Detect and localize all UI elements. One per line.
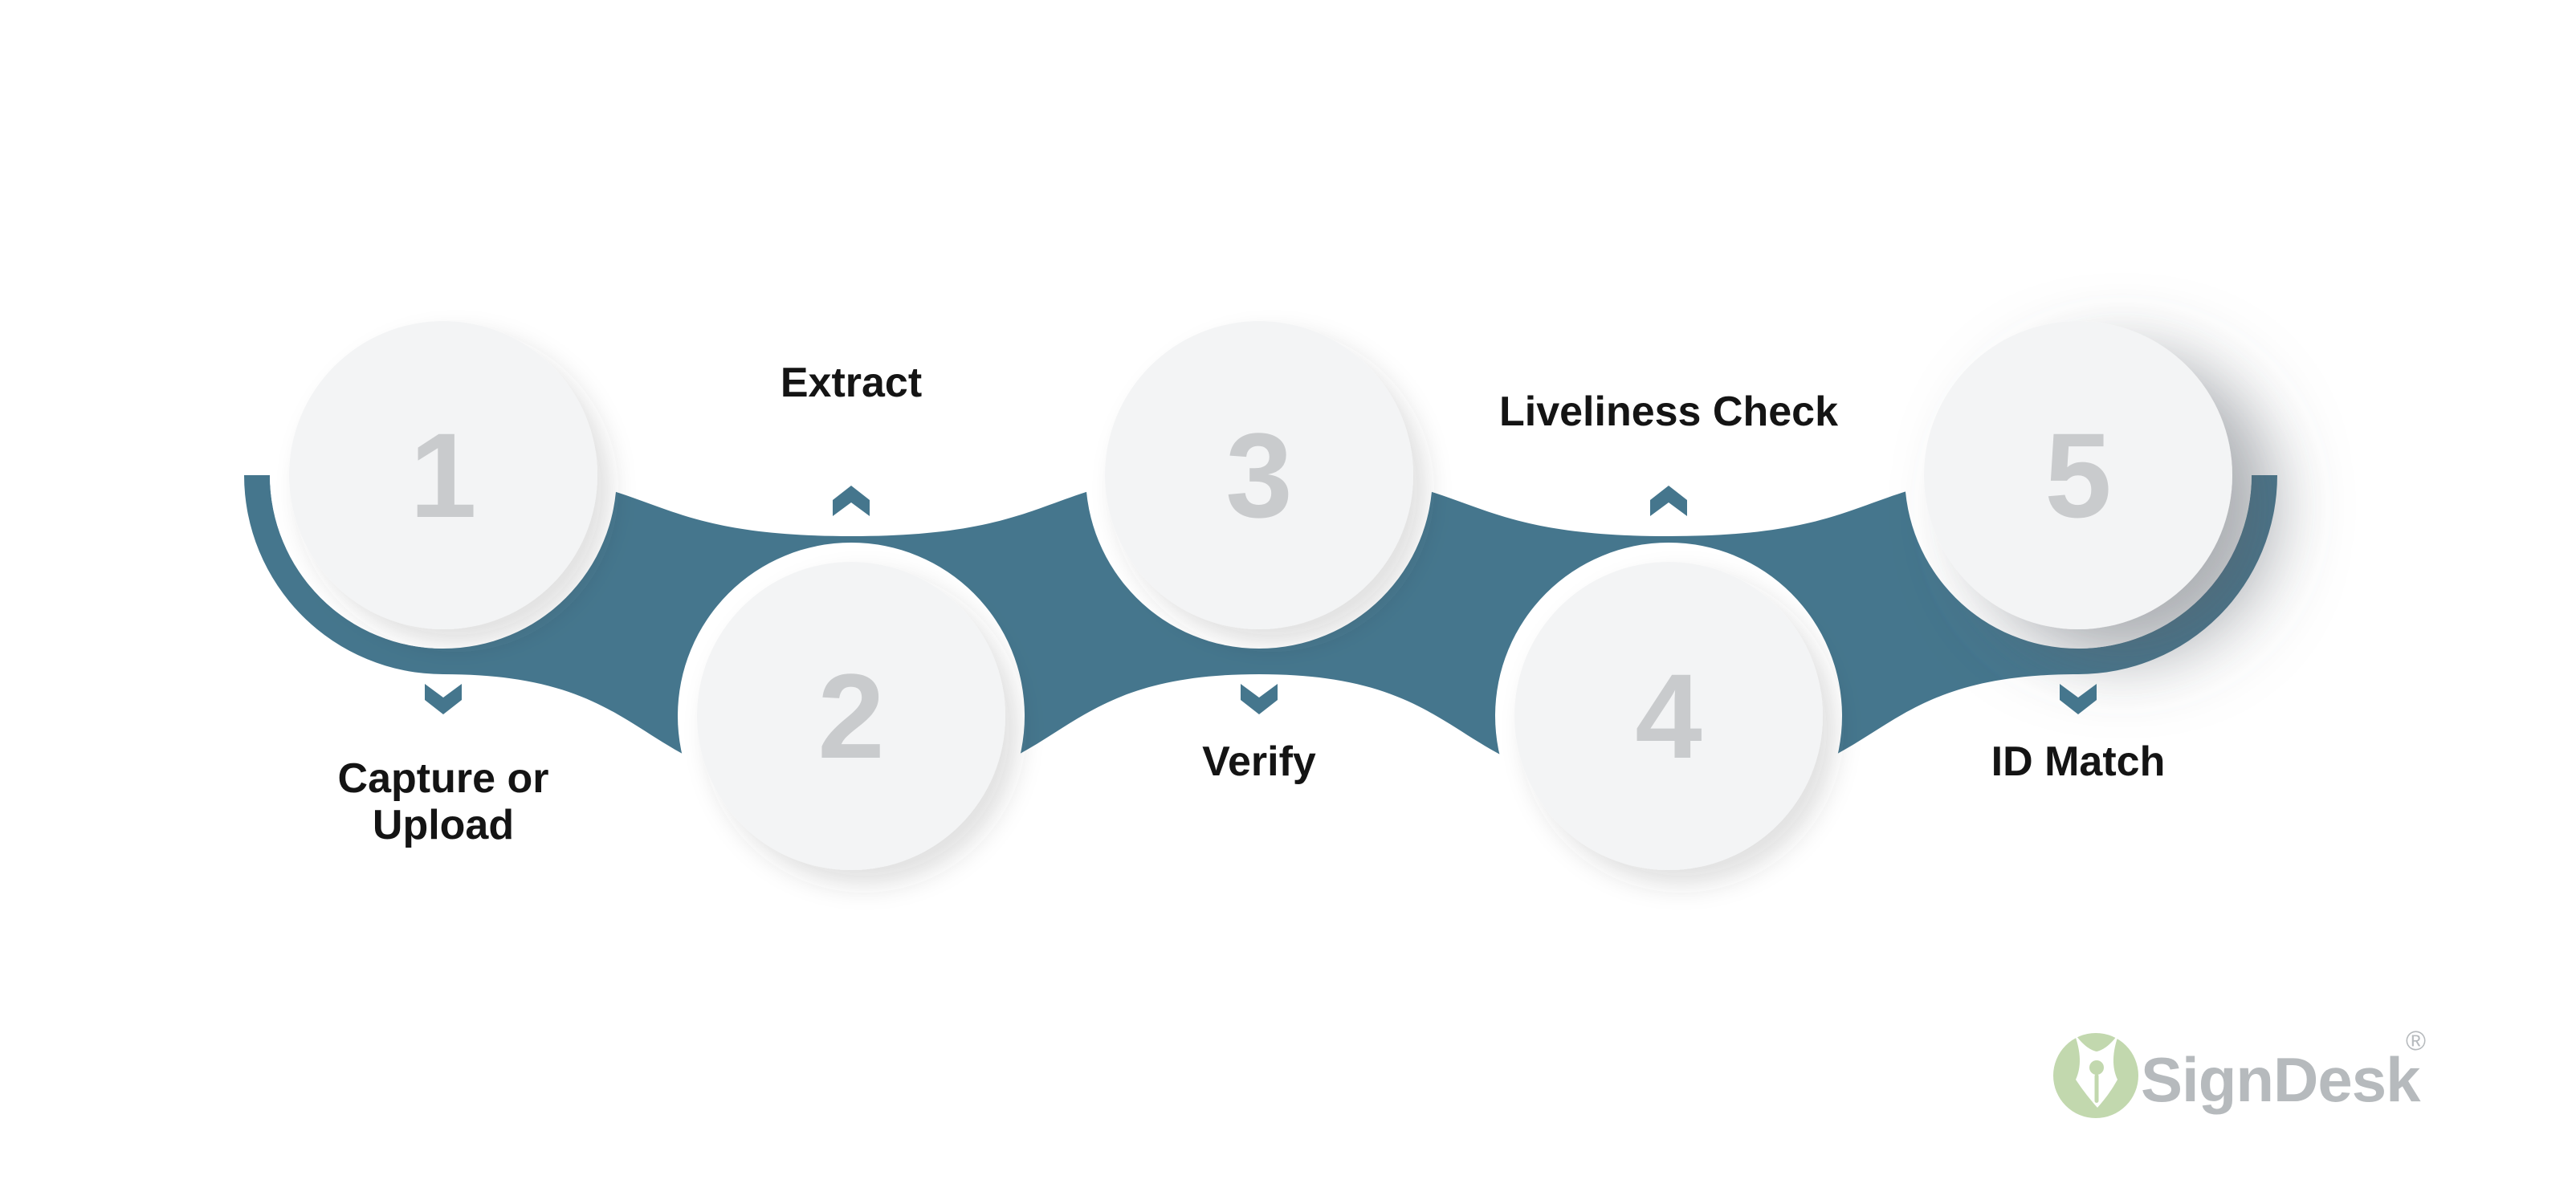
ribbon-end-cap-left <box>244 475 443 674</box>
logo-pen-stem <box>2094 1074 2099 1103</box>
registered-mark: ® <box>2406 1026 2426 1056</box>
brand-name: SignDesk <box>2141 1044 2421 1115</box>
ribbon-end-cap-right <box>2078 475 2277 674</box>
chevron-up-icon <box>1650 486 1687 516</box>
step-label-1-line-1: Capture or <box>338 755 549 802</box>
chevron-up-icon <box>833 486 870 516</box>
step-number-5: 5 <box>2044 408 2111 543</box>
step-labels: Capture or Upload Extract Verify Livelin… <box>338 360 2166 848</box>
step-chevrons <box>425 486 2097 714</box>
step-number-3: 3 <box>1225 408 1292 543</box>
chevron-down-icon <box>425 684 462 714</box>
step-label-2: Extract <box>781 360 922 406</box>
step-circles: 1 2 3 4 5 <box>289 321 2232 870</box>
step-label-5: ID Match <box>1991 738 2166 785</box>
chevron-down-icon <box>1241 684 1278 714</box>
step-circle-2 <box>697 562 1005 870</box>
step-label-3: Verify <box>1202 738 1316 785</box>
step-number-4: 4 <box>1635 649 1702 783</box>
step-label-1-line-2: Upload <box>373 802 514 848</box>
step-number-1: 1 <box>410 408 476 543</box>
chevron-down-icon <box>2060 684 2097 714</box>
step-circle-3 <box>1105 321 1413 629</box>
step-label-4: Liveliness Check <box>1499 388 1838 435</box>
step-number-2: 2 <box>817 649 884 783</box>
step-circle-5 <box>1924 321 2232 629</box>
step-circle-1 <box>289 321 597 629</box>
logo-pen-ball <box>2089 1060 2104 1075</box>
step-circle-4 <box>1514 562 1823 870</box>
signdesk-logo: SignDesk ® <box>2053 1026 2426 1118</box>
